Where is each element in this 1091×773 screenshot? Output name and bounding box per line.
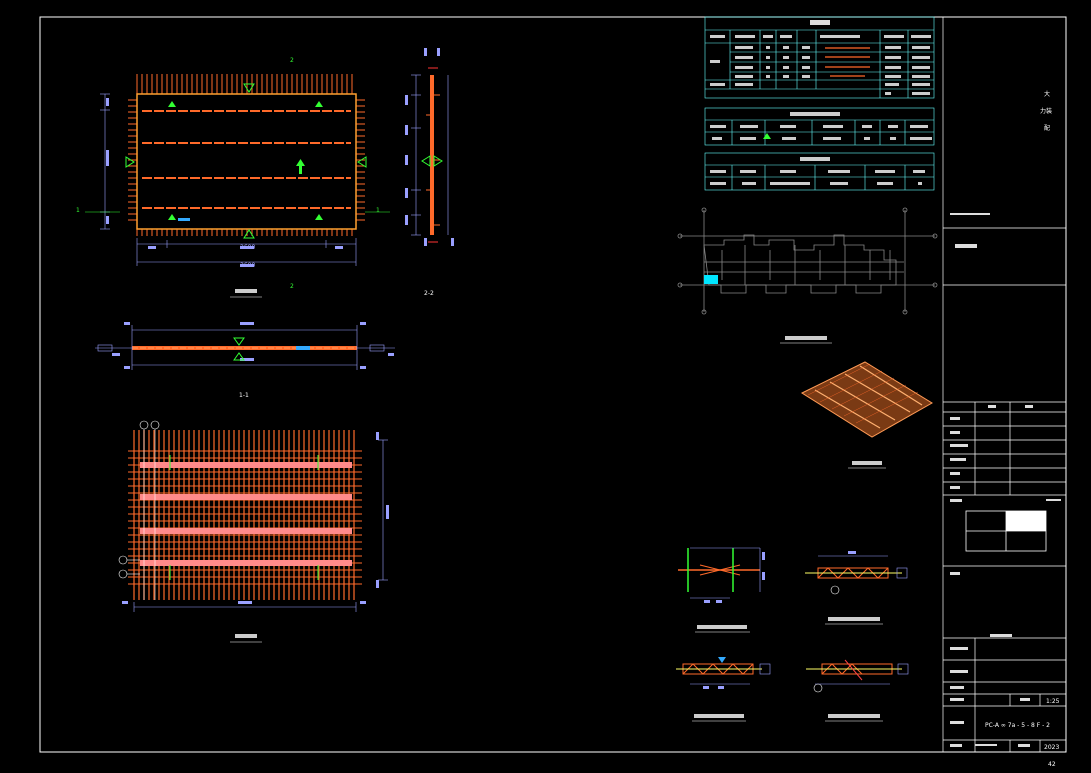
section-2-2-title: 2-2	[424, 290, 434, 297]
title-block	[942, 17, 1066, 752]
embed-table-text	[710, 112, 932, 140]
key-plan	[677, 207, 938, 315]
title-block-glyphs	[950, 213, 1061, 747]
rebar-plan	[118, 420, 389, 643]
component-table-text	[710, 157, 925, 185]
section-1-1-title: 1-1	[239, 392, 249, 399]
detail-2	[805, 551, 908, 625]
page-number: 42	[1048, 761, 1056, 768]
detail-3	[676, 657, 771, 722]
isometric-view	[800, 361, 933, 438]
scale-value: 1:25	[1046, 698, 1060, 705]
embed-table	[704, 107, 935, 146]
section-1-1: 1-1	[95, 322, 395, 399]
title-char-3: 配	[1044, 125, 1050, 132]
plan-dim-top: 2600	[240, 244, 255, 251]
axis-label-1-right: 1	[376, 207, 380, 214]
plan-dim-bottom: 3600	[240, 262, 255, 269]
key-plan-highlight	[704, 275, 718, 284]
title-char-1: 大	[1044, 90, 1050, 98]
rebar-table-marks	[710, 20, 931, 95]
sheet-number: PC-A ∞ 7a - 5 - 8 F - 2	[985, 722, 1050, 729]
detail-4	[806, 659, 909, 722]
year-value: 2023	[1044, 744, 1059, 751]
detail-1	[678, 547, 765, 633]
title-char-2: 力装	[1040, 107, 1052, 115]
rebar-table	[704, 16, 935, 99]
plan-view-top: 2 2 1 1 2600 3600	[76, 57, 390, 298]
axis-label-1-left: 1	[76, 207, 80, 214]
axis-label-2-top: 2	[290, 57, 294, 64]
legend-box	[965, 510, 1047, 552]
drawing-frame	[39, 16, 1067, 753]
component-table	[704, 152, 935, 191]
section-2-2: 2-2	[405, 48, 454, 297]
axis-label-2-bottom: 2	[290, 283, 294, 290]
